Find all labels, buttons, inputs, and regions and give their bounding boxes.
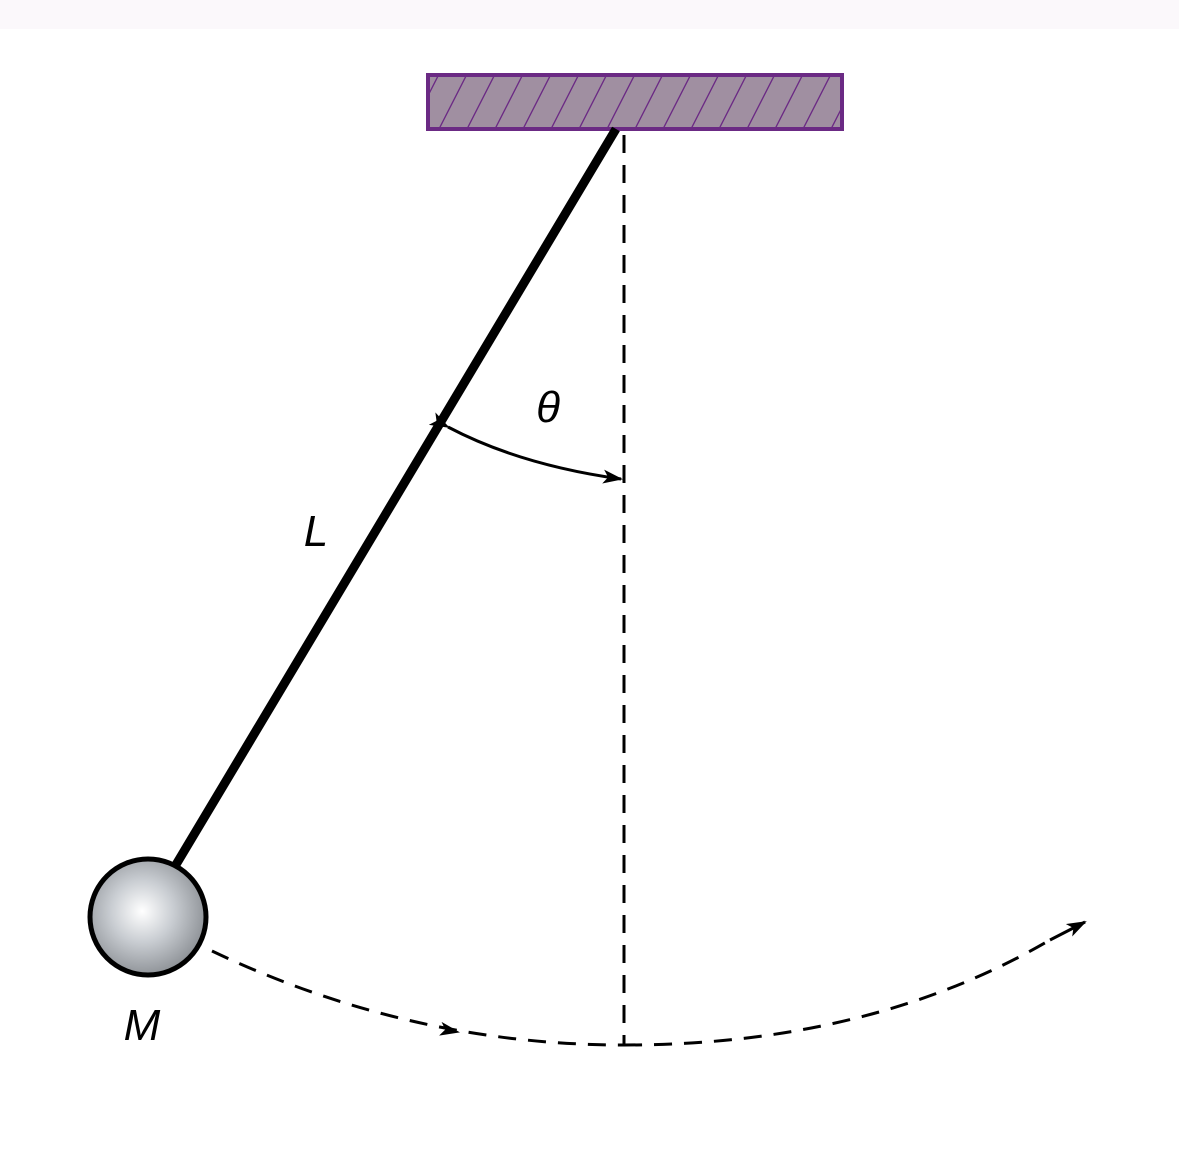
length-label: L (304, 507, 328, 556)
support-hatch (428, 75, 842, 129)
angle-label: θ (536, 383, 560, 432)
support-outline (426, 73, 844, 131)
pendulum-bob (87, 856, 209, 978)
pendulum-string (170, 126, 620, 871)
swing-path-arrow-left (439, 1021, 460, 1036)
swing-path-right (623, 938, 1051, 1047)
top-band (0, 0, 1179, 29)
mass-label: M (124, 1001, 161, 1050)
angle-arc-arrow (428, 412, 623, 484)
swing-path-left (211, 949, 625, 1047)
swing-path-arrow-right (1049, 920, 1087, 942)
ceiling-support (426, 73, 844, 131)
